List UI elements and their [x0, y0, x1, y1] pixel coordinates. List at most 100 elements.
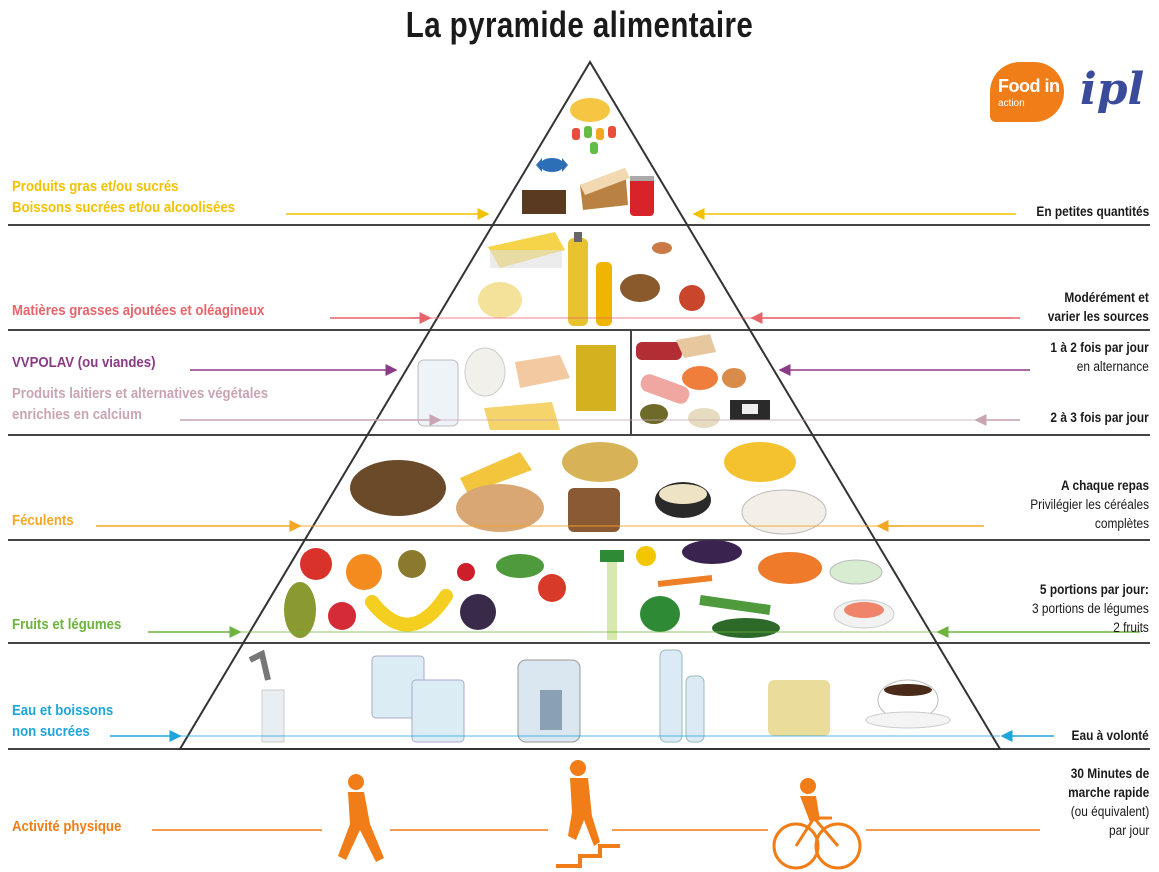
nuts-icon [620, 274, 660, 302]
chocolate-icon [522, 190, 566, 214]
advice-fats: Modérément et varier les sources [1048, 288, 1149, 326]
level-label-fats: Matières grasses ajoutées et oléagineux [12, 300, 264, 321]
pear-icon [284, 582, 316, 638]
soy-milk-icon [576, 345, 616, 411]
level-label-activity: Activité physique [12, 816, 121, 837]
wrapped-candy-icon [540, 158, 564, 172]
almond-icon [652, 242, 672, 254]
salmon-icon [682, 366, 718, 390]
advice-meat-bold-1: 1 à 2 fois par jour [1050, 340, 1149, 355]
soda-can-icon [630, 176, 654, 216]
beans-icon [688, 408, 720, 428]
ipl-logo: ipl [1080, 64, 1145, 115]
faucet-icon [248, 649, 271, 681]
hazelnut-icon [679, 285, 705, 311]
advice-activity: 30 Minutes de marche rapide (ou équivale… [1068, 764, 1149, 840]
tomato-icon [538, 574, 566, 602]
green-beans-icon [699, 595, 771, 615]
banana-icon [365, 589, 453, 632]
cheese-icon [484, 402, 560, 430]
label-fruits-veg-line1: Fruits et légumes [12, 616, 122, 633]
water-drinks [248, 649, 951, 743]
label-sweets-line2: Boissons sucrées et/ou alcoolisées [12, 199, 236, 216]
eggplant-icon [682, 540, 742, 564]
advice-starches-text-2: complètes [1094, 516, 1149, 531]
label-water-line1: Eau et boissons [12, 702, 114, 719]
cherries-icon [457, 563, 475, 581]
level-label-sweets: Produits gras et/ou sucrés Boissons sucr… [12, 176, 235, 218]
tea-glass-icon [768, 680, 830, 736]
strawberry-icon [328, 602, 356, 630]
food-in-action-logo-line2: action [998, 98, 1025, 109]
advice-meat: 1 à 2 fois par jour en alternance [1051, 338, 1149, 376]
label-sweets-line1: Produits gras et/ou sucrés [12, 178, 179, 195]
macaroni-icon [724, 442, 796, 482]
pasta-icon [460, 452, 532, 494]
advice-activity-bold-1: 30 Minutes de [1070, 766, 1149, 781]
broccoli-icon [640, 596, 680, 632]
candy-icon [572, 128, 580, 140]
margarine-icon [478, 282, 522, 318]
left-lines-in-pyramid [180, 317, 1020, 737]
cyclist-icon [772, 778, 862, 870]
cereal-bowl-icon [741, 489, 827, 535]
level-label-meat: VVPOLAV (ou viandes) [12, 352, 156, 373]
advice-activity-bold-2: marche rapide [1067, 785, 1149, 800]
yogurt-icon [464, 347, 506, 397]
page-title: La pyramide alimentaire [405, 4, 754, 45]
sliced-bread-icon [456, 484, 544, 532]
dairy-foods [417, 345, 616, 430]
water-bottle-icon [659, 649, 683, 743]
advice-activity-text-1: (ou équivalent) [1070, 804, 1149, 819]
advice-fats-bold-2: varier les sources [1047, 309, 1149, 324]
ham-icon [515, 355, 570, 388]
sweets-foods [522, 98, 654, 216]
cucumber-icon [496, 554, 544, 578]
advice-meat-text-1: en alternance [1077, 359, 1149, 374]
pepper-icon [636, 546, 656, 566]
zucchini-icon [712, 618, 780, 638]
label-meat-line1: VVPOLAV (ou viandes) [12, 354, 156, 371]
right-arrows [692, 208, 1140, 742]
oil-bottle-icon [568, 238, 588, 326]
food-in-action-logo-line1: Food in [998, 76, 1060, 96]
label-activity-line1: Activité physique [12, 818, 122, 835]
advice-starches: A chaque repas Privilégier les céréales … [1030, 476, 1149, 533]
level-label-water: Eau et boissons non sucrées [12, 700, 113, 742]
fish-fillet-icon [640, 374, 690, 404]
advice-fats-bold-1: Modérément et [1064, 290, 1149, 305]
label-starches-line1: Féculents [12, 512, 74, 529]
orange-icon [346, 554, 382, 590]
advice-water-bold-1: Eau à volonté [1071, 728, 1149, 743]
carrot-icon [657, 575, 713, 587]
plum-icon [460, 594, 496, 630]
kiwi-icon [398, 550, 426, 578]
advice-dairy-bold-1: 2 à 3 fois par jour [1050, 410, 1149, 425]
advice-fruits-veg: 5 portions par jour: 3 portions de légum… [1032, 580, 1149, 637]
advice-sweets: En petites quantités [1036, 202, 1149, 221]
steak-icon [636, 342, 682, 360]
chips-icon [570, 98, 610, 122]
chicken-icon [676, 334, 716, 358]
salad-bowl-icon [829, 559, 883, 585]
lentils-icon [640, 404, 668, 424]
advice-starches-bold-1: A chaque repas [1060, 478, 1149, 493]
level-label-dairy: Produits laitiers et alternatives végéta… [12, 383, 268, 425]
walking-person-icon [338, 774, 384, 862]
fats-foods [478, 232, 705, 326]
potatoes-icon [562, 442, 638, 482]
milk-glass-icon [417, 359, 459, 427]
advice-sweets-bold-1: En petites quantités [1036, 204, 1149, 219]
advice-activity-text-2: par jour [1108, 823, 1149, 838]
advice-fruits-veg-text-2: 2 fruits [1113, 620, 1149, 635]
label-dairy-line1: Produits laitiers et alternatives végéta… [12, 385, 269, 402]
label-water-line2: non sucrées [12, 723, 90, 740]
advice-fruits-veg-text-1: 3 portions de légumes [1032, 601, 1149, 616]
label-dairy-line2: enrichies en calcium [12, 406, 142, 423]
advice-dairy: 2 à 3 fois par jour [1051, 408, 1149, 427]
egg-icon [722, 368, 746, 388]
starch-foods [350, 442, 827, 535]
fruit-veg-foods [284, 540, 895, 640]
left-arrows [96, 208, 490, 742]
